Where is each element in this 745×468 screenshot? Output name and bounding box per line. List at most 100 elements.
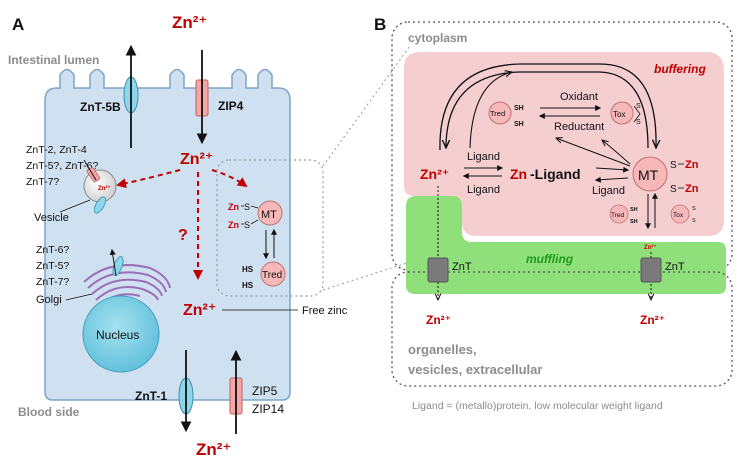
s-label-b-2: S — [636, 119, 641, 126]
golgi-label: Golgi — [36, 294, 62, 306]
zip5-label: ZIP5 — [252, 384, 278, 398]
tred-label-a: Tred — [262, 270, 282, 281]
vesicle-label: Vesicle — [34, 212, 69, 224]
question-mark: ? — [178, 227, 188, 244]
reductant-label: Reductant — [554, 121, 604, 133]
panel-b-letter: B — [374, 15, 386, 34]
zn-left-label: Zn²⁺ — [420, 166, 449, 182]
tred-circle-b — [488, 101, 512, 125]
zn-center-label: Zn²⁺ — [180, 151, 213, 168]
tox-label-b: Tox — [613, 110, 625, 119]
zn-out-right: Zn²⁺ — [640, 313, 665, 327]
mt-s-a-1: S — [244, 202, 250, 212]
mt-label-b: MT — [638, 167, 659, 183]
mt-bond-a-4 — [250, 219, 259, 225]
mt-to-oxidation-arrow — [602, 140, 631, 165]
zn-ligand-rest: -Ligand — [530, 166, 581, 182]
vesicle-pointer — [59, 199, 91, 213]
s-label-b-1: S — [636, 103, 641, 110]
zoom-region — [216, 159, 324, 297]
golgi-pointer — [65, 293, 93, 301]
intestinal-lumen-label: Intestinal lumen — [8, 53, 99, 67]
oxidant-label: Oxidant — [560, 91, 598, 103]
arc-to-oxidation — [469, 72, 512, 149]
znt-right-label: ZnT — [665, 261, 685, 273]
muffling-label: muffling — [526, 252, 574, 266]
organelles-label-2: vesicles, extracellular — [408, 362, 542, 377]
arrow-to-mt — [211, 169, 248, 188]
cytoplasm-frame — [391, 21, 733, 271]
mt-s-b-2: S — [670, 184, 677, 195]
mt-circle-b — [632, 156, 668, 192]
tox-circle-b — [610, 101, 634, 125]
tred-small-sh-1: SH — [630, 207, 638, 213]
panel-a-letter: A — [12, 15, 24, 34]
mt-zn-b-1: Zn — [685, 159, 699, 171]
zn-bottom-label: Zn²⁺ — [196, 440, 231, 459]
tred-small-circle — [609, 204, 629, 224]
vesicle-zn-label: Zn²⁺ — [98, 185, 111, 192]
ligand-mt-label: Ligand — [592, 185, 625, 197]
tox-small-label: Tox — [673, 212, 684, 219]
zoom-connector-bottom — [322, 261, 411, 291]
tred-label-b: Tred — [490, 109, 505, 118]
disulfide-bond — [633, 105, 641, 123]
mt-zn-a-2: Zn — [228, 220, 239, 230]
blood-side-label: Blood side — [18, 405, 80, 419]
tox-small-s-1: S — [692, 206, 696, 212]
mt-zn-a-1: Zn — [228, 202, 239, 212]
znt5b-label: ZnT-5B — [80, 100, 121, 114]
zip14-label: ZIP14 — [252, 402, 284, 416]
vesicle-transporters-line-1: ZnT-2, ZnT-4 — [26, 144, 87, 156]
arc-outer-to-mt — [439, 63, 656, 151]
arrow-to-vesicle — [116, 169, 181, 189]
cytoplasm-label: cytoplasm — [408, 31, 467, 45]
sh-label-b-1: SH — [514, 105, 524, 112]
tred-small-sh-2: SH — [630, 219, 638, 225]
ligand-bottom-label: Ligand — [467, 184, 500, 196]
mt-circle-a — [257, 200, 283, 226]
arc-inner-from-mt — [446, 71, 649, 148]
mt-to-ligand-arrow — [594, 176, 629, 183]
enterocyte-cell — [44, 68, 291, 401]
mt-label-a: MT — [261, 209, 277, 221]
zn-top-label: Zn²⁺ — [172, 13, 207, 32]
vesicle-transporters-line-3: ZnT-7? — [26, 176, 59, 188]
znt-left-label: ZnT — [452, 261, 472, 273]
znt-right-transporter — [640, 257, 662, 283]
vesicle-transporters-line-2: ZnT-5?, ZnT-6? — [26, 160, 99, 172]
vesicle-exporter — [93, 196, 107, 214]
vesicle-import-arrow — [83, 159, 97, 181]
mt-s-b-1: S — [670, 160, 677, 171]
nucleus-label: Nucleus — [96, 328, 139, 342]
golgi-transporter-3: ZnT-7? — [36, 276, 69, 288]
zip4-label: ZIP4 — [218, 99, 244, 113]
tox-small-s-2: S — [692, 218, 696, 224]
golgi-transporter-2: ZnT-5? — [36, 260, 69, 272]
panel-a: A Zn²⁺ Intestinal lumen ZnT-5B ZIP4 Zn²⁺… — [8, 13, 348, 459]
tox-small-circle — [670, 204, 690, 224]
mt-to-zn-ligand-arrow — [556, 138, 631, 167]
zn-ligand-zn: Zn — [510, 166, 527, 182]
zoom-connector-top — [322, 45, 411, 167]
zn-tiny-label: Zn²⁺ — [644, 244, 657, 251]
nucleus — [82, 295, 160, 373]
sh-label-b-2: SH — [514, 121, 524, 128]
mt-s-a-2: S — [244, 220, 250, 230]
tred-hs-a-1: HS — [242, 265, 254, 274]
tred-hs-a-2: HS — [242, 281, 254, 290]
tred-small-label: Tred — [611, 212, 625, 219]
organelles-label-1: organelles, — [408, 342, 477, 357]
panel-b: B cytoplasm buffering muffling organelle… — [374, 15, 733, 412]
tred-circle-a — [260, 261, 286, 287]
buffering-label: buffering — [654, 62, 706, 76]
golgi-transporter-1: ZnT-6? — [36, 244, 69, 256]
free-zinc-label: Free zinc — [302, 305, 348, 317]
mt-bond-a-2 — [250, 205, 259, 209]
zn-out-left: Zn²⁺ — [426, 313, 451, 327]
znt1-label: ZnT-1 — [135, 389, 167, 403]
zn-free-label: Zn²⁺ — [183, 302, 216, 319]
golgi-arrow — [109, 248, 117, 277]
znt-left-transporter — [427, 257, 449, 283]
